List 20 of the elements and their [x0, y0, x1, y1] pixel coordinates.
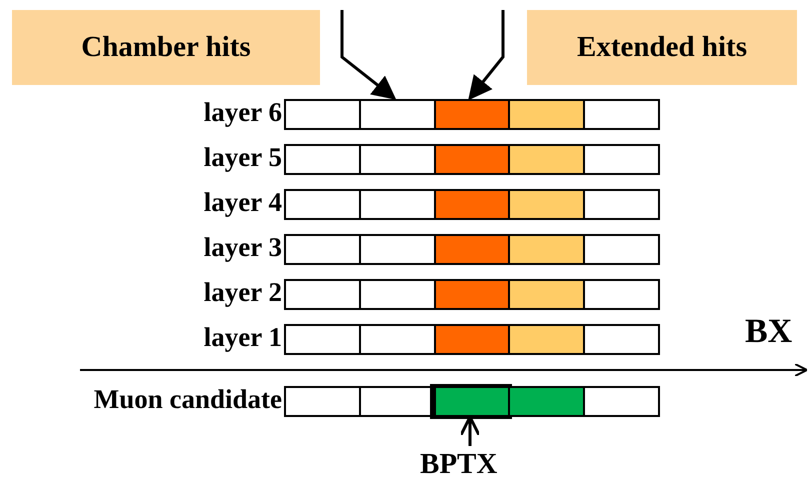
row-label: layer 5	[202, 142, 282, 173]
time-bin-row-drawing	[284, 279, 660, 310]
time-bin-row-drawing	[284, 386, 660, 417]
row-label: layer 3	[202, 232, 282, 263]
time-bin-row-drawing	[284, 99, 660, 130]
legend-box: Chamber hits	[12, 10, 320, 85]
signal-label: BPTX	[420, 448, 498, 481]
time-bin-row-drawing	[284, 324, 660, 355]
row-label: layer 4	[202, 187, 282, 218]
axis-label: BX	[745, 313, 792, 351]
time-bin-row-drawing	[284, 189, 660, 220]
arrow	[468, 10, 504, 100]
time-bin-row-drawing	[284, 144, 660, 175]
row-label: layer 2	[202, 277, 282, 308]
row-label: layer 6	[202, 97, 282, 128]
legend-box: Extended hits	[527, 10, 797, 85]
arrow	[340, 10, 396, 100]
row-label: Muon candidate	[92, 384, 282, 415]
time-bin-row-drawing	[284, 234, 660, 265]
row-label: layer 1	[202, 322, 282, 353]
